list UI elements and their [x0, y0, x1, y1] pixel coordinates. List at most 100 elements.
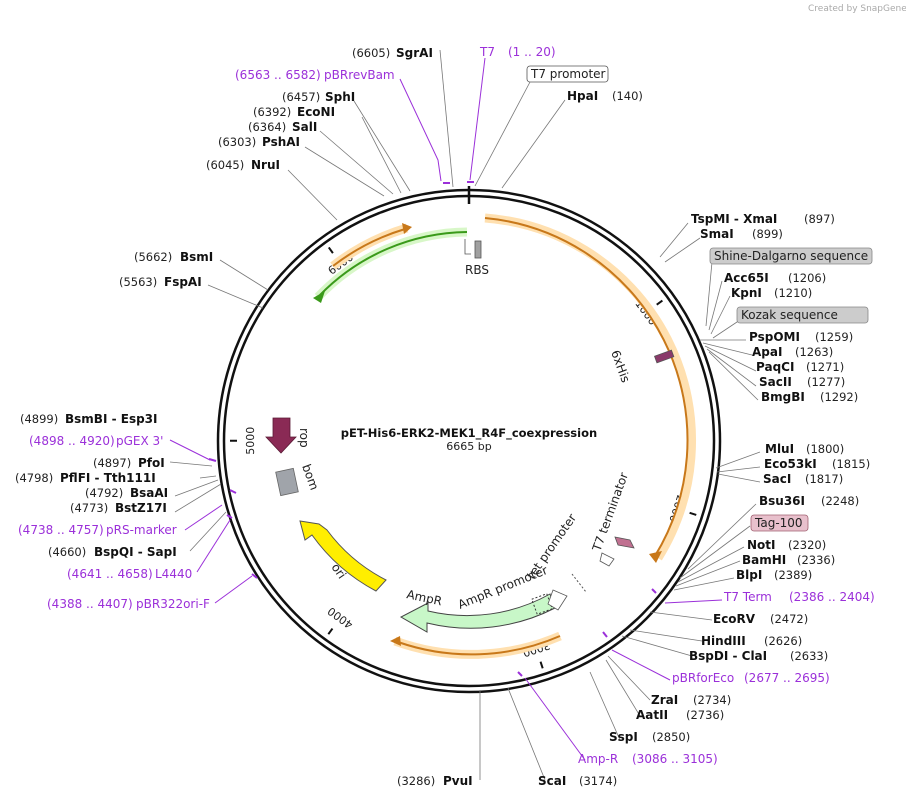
orf-arcs [330, 213, 697, 659]
site-name-noti[interactable]: NotI [747, 538, 776, 552]
site-name-zrai[interactable]: ZraI [651, 693, 678, 707]
shine-dalgarno-label: Shine-Dalgarno sequence [714, 249, 868, 263]
site-name-smai[interactable]: SmaI [700, 227, 734, 241]
primer-name-amp-r[interactable]: Amp-R [578, 752, 618, 766]
site-name-bamhi[interactable]: BamHI [742, 553, 786, 567]
orf-arc-erk2-core [484, 217, 689, 557]
site-pos-bspqi-sapi: (4660) [48, 545, 86, 559]
site-name-nrui[interactable]: NruI [251, 158, 280, 172]
site-name-bsaai[interactable]: BsaAI [130, 486, 168, 500]
tet-promoter-dash [571, 573, 587, 593]
green-feature-arrowhead [313, 291, 325, 303]
site-pos-fspai: (5563) [119, 275, 157, 289]
primer-name-pbr322ori-f[interactable]: pBR322ori-F [136, 597, 210, 611]
primer-name-pgex3[interactable]: pGEX 3' [116, 434, 163, 448]
ori-arrow[interactable] [299, 520, 387, 592]
site-name-bstz17i[interactable]: BstZ17I [115, 501, 167, 515]
ampr-arrow[interactable] [399, 593, 556, 633]
site-name-sacii[interactable]: SacII [759, 375, 792, 389]
site-pos-pvui: (3286) [397, 774, 435, 788]
site-pos-tspmi-xmai: (897) [804, 212, 835, 226]
site-name-econi[interactable]: EcoNI [297, 105, 335, 119]
site-pos-pflfi-tth111i: (4798) [15, 471, 53, 485]
site-name-blpi[interactable]: BlpI [736, 568, 762, 582]
site-name-tspmi-xmai[interactable]: TspMI - XmaI [691, 212, 777, 226]
site-pos-sspi: (2850) [652, 730, 690, 744]
site-name-pshai[interactable]: PshAI [262, 135, 300, 149]
primer-name-pbrrevbam[interactable]: pBRrevBam [324, 68, 395, 82]
t7-terminator-marker[interactable] [614, 536, 635, 549]
site-name-pflfi-tth111i[interactable]: PflFI - Tth111I [60, 471, 156, 485]
site-name-saci[interactable]: SacI [763, 472, 791, 486]
orf-arc-erk2[interactable] [484, 213, 697, 561]
site-name-bsmbi-esp3i[interactable]: BsmBI - Esp3I [65, 412, 157, 426]
bom-box[interactable] [275, 467, 299, 497]
tet-promoter-marker [599, 552, 615, 567]
tag-100-label: Tag-100 [754, 516, 803, 530]
site-pos-zrai: (2734) [693, 693, 731, 707]
rop-arrow[interactable] [265, 417, 297, 454]
site-name-sali[interactable]: SalI [292, 120, 317, 134]
site-name-mlui[interactable]: MluI [765, 442, 794, 456]
primer-range-pgex3: (4898 .. 4920) [29, 434, 115, 448]
site-pos-bamhi: (2336) [797, 553, 835, 567]
site-name-sphi[interactable]: SphI [325, 90, 355, 104]
orf-arc-upstream-core [332, 228, 406, 267]
site-name-fspai[interactable]: FspAI [164, 275, 202, 289]
primer-name-t7-term[interactable]: T7 Term [723, 590, 772, 604]
primer-name-pbrforeco[interactable]: pBRforEco [672, 671, 734, 685]
site-name-bsu36i[interactable]: Bsu36I [759, 494, 805, 508]
site-name-ecorv[interactable]: EcoRV [713, 612, 756, 626]
primer-name-prs-marker[interactable]: pRS-marker [106, 523, 177, 537]
tick-mark-2000 [689, 511, 697, 516]
rbs-box[interactable] [474, 240, 482, 259]
kozak-label: Kozak sequence [741, 308, 838, 322]
primer-range-t7: (1 .. 20) [508, 45, 556, 59]
site-name-pspomi[interactable]: PspOMI [749, 330, 800, 344]
site-pos-econi: (6392) [253, 105, 291, 119]
site-name-scai[interactable]: ScaI [538, 774, 566, 788]
site-name-pfoi[interactable]: PfoI [138, 456, 165, 470]
site-name-apai[interactable]: ApaI [752, 345, 782, 359]
site-name-bsmi[interactable]: BsmI [180, 250, 213, 264]
site-name-kpni[interactable]: KpnI [731, 286, 762, 300]
site-pos-hpai: (140) [612, 89, 643, 103]
ori-feature[interactable] [299, 520, 387, 592]
plasmid-length: 6665 bp [446, 440, 491, 453]
primer-name-t7[interactable]: T7 [479, 45, 495, 59]
site-name-pvui[interactable]: PvuI [443, 774, 473, 788]
site-name-hpai[interactable]: HpaI [567, 89, 598, 103]
tag-100-box[interactable] [750, 514, 809, 532]
his-tag-box[interactable] [654, 349, 675, 364]
site-name-eco53ki[interactable]: Eco53kI [764, 457, 817, 471]
site-name-bmgbi[interactable]: BmgBI [761, 390, 805, 404]
rbs-promoter-arrow [464, 239, 471, 255]
primer-marks [208, 181, 657, 677]
site-pos-pspomi: (1259) [815, 330, 853, 344]
site-name-bspqi-sapi[interactable]: BspQI - SapI [94, 545, 177, 559]
site-name-acc65i[interactable]: Acc65I [724, 271, 769, 285]
site-pos-noti: (2320) [788, 538, 826, 552]
shine-dalgarno-box[interactable] [709, 247, 873, 265]
tick-label-4000: 4000 [325, 604, 355, 631]
site-name-sspi[interactable]: SspI [609, 730, 638, 744]
site-pos-bsmi: (5662) [134, 250, 172, 264]
site-name-sgrai[interactable]: SgrAI [396, 46, 433, 60]
site-pos-bspdi-clai: (2633) [790, 649, 828, 663]
leader-lines [169, 49, 761, 781]
primer-range-prs-marker: (4738 .. 4757) [18, 523, 104, 537]
site-name-paqci[interactable]: PaqCI [756, 360, 794, 374]
kozak-box[interactable] [736, 306, 869, 324]
site-pos-smai: (899) [752, 227, 783, 241]
site-pos-bsmbi-esp3i: (4899) [20, 412, 58, 426]
rbs-label: RBS [465, 263, 489, 277]
site-name-hindiii[interactable]: HindIII [701, 634, 746, 648]
orf-arc-upstream-arrowhead [402, 223, 412, 234]
t7-promoter-box[interactable] [526, 65, 609, 83]
site-name-aatii[interactable]: AatII [636, 708, 668, 722]
primer-name-l4440[interactable]: L4440 [155, 567, 192, 581]
primer-range-t7-term: (2386 .. 2404) [789, 590, 875, 604]
site-name-bspdi-clai[interactable]: BspDI - ClaI [689, 649, 767, 663]
site-pos-kpni: (1210) [774, 286, 812, 300]
